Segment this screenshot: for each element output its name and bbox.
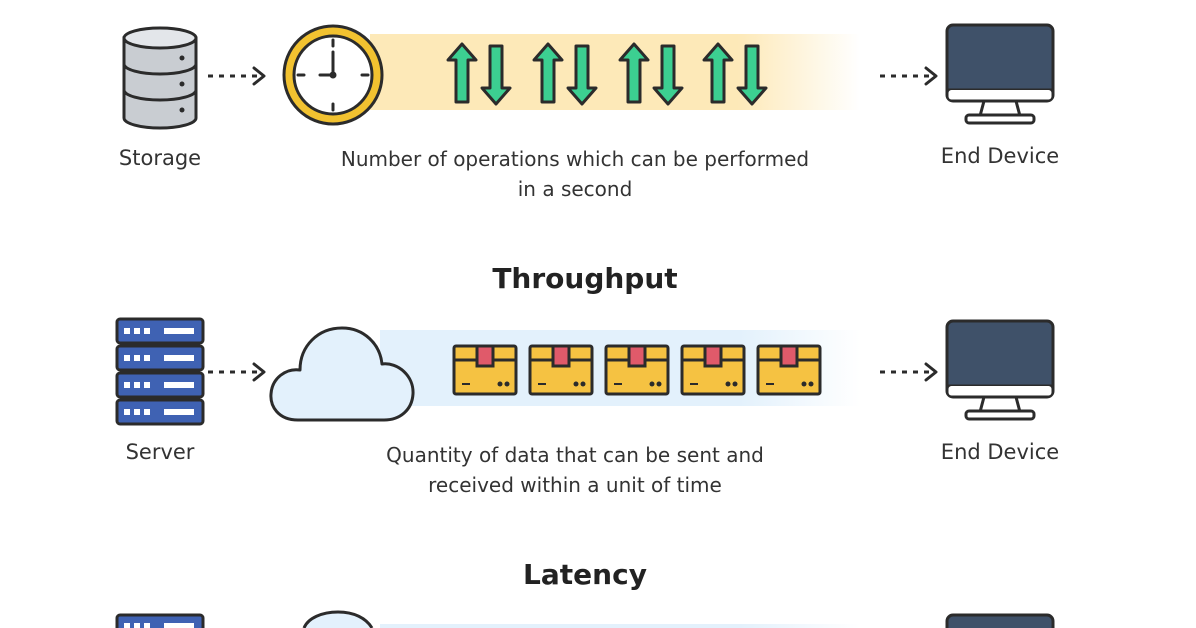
monitor-icon <box>945 319 1055 421</box>
server-icon <box>115 317 205 426</box>
up-down-arrows-icon <box>446 42 768 106</box>
clock-icon <box>282 24 384 126</box>
throughput-description: Quantity of data that can be sent and re… <box>270 440 880 500</box>
monitor-icon <box>945 23 1055 125</box>
throughput-title: Throughput <box>492 262 678 295</box>
end-device-label: End Device <box>940 440 1060 464</box>
operations-band <box>370 34 860 110</box>
dashed-arrow-icon <box>208 66 266 86</box>
server-icon <box>115 613 205 628</box>
monitor-icon <box>945 613 1055 628</box>
operations-description-line2: in a second <box>517 177 633 201</box>
latency-band <box>380 624 860 628</box>
throughput-description-line1: Quantity of data that can be sent and <box>386 443 764 467</box>
dashed-arrow-icon <box>208 362 266 382</box>
operations-description-line1: Number of operations which can be perfor… <box>340 147 810 171</box>
server-label: Server <box>125 440 195 464</box>
dashed-arrow-icon <box>880 66 938 86</box>
database-icon <box>122 26 198 130</box>
end-device-label: End Device <box>940 144 1060 168</box>
dashed-arrow-icon <box>880 362 938 382</box>
cloud-icon <box>269 326 415 422</box>
operations-description: Number of operations which can be perfor… <box>270 144 880 204</box>
throughput-description-line2: received within a unit of time <box>428 473 722 497</box>
package-icon <box>452 344 822 396</box>
storage-label: Storage <box>118 146 202 170</box>
cloud-icon <box>302 610 374 628</box>
latency-title: Latency <box>523 558 647 591</box>
